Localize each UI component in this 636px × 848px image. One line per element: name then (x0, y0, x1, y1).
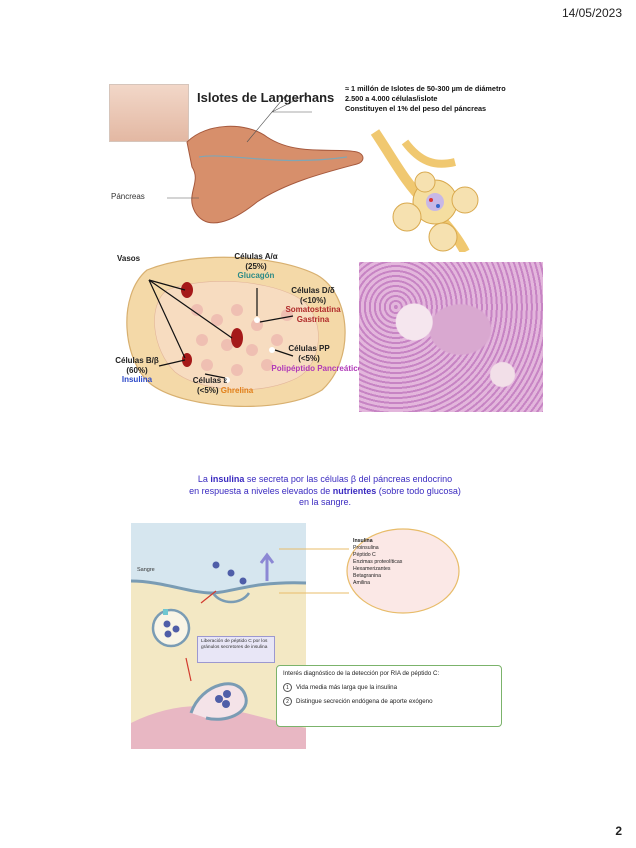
peptide-c-note: Liberación de péptido C por los gránulos… (197, 636, 275, 663)
fact-line: ≈ 1 millón de Islotes de 50-300 µm de di… (345, 84, 506, 93)
rim-diagnostic-box: Interés diagnóstico de la detección por … (276, 665, 502, 727)
rim-item-2: 2 Distingue secreción endógena de aporte… (283, 697, 495, 706)
slide-secrecion: Sangre Insulina Proinsulina Péptido C En… (131, 523, 511, 749)
islet-facts: ≈ 1 millón de Islotes de 50-300 µm de di… (345, 84, 506, 114)
rim-item-text: Distingue secreción endógena de aporte e… (296, 697, 433, 705)
granule-item: Betagranina (353, 573, 381, 579)
delta-cell-label: Células D/δ (<10%) Somatostatina Gastrin… (273, 286, 353, 324)
somatostatina-label: Somatostatina (285, 305, 341, 314)
header-text: en respuesta a niveles elevados de (189, 485, 333, 496)
rim-item-1: 1 Vida media más larga que la insulina (283, 683, 495, 692)
histology-image (359, 262, 543, 412)
granule-item: Péptido C (353, 552, 376, 558)
delta-cell-name: Células D/δ (291, 286, 335, 295)
fact-line: 2.500 a 4.000 células/islote (345, 94, 438, 103)
epsilon-cell-percent: (<5%) (197, 386, 219, 395)
slide2-title: La insulina se secreta por las células β… (110, 474, 540, 509)
slide-islotes: Islotes de Langerhans ≈ 1 millón de Islo… (107, 82, 543, 414)
insulina-label: Insulina (121, 375, 153, 384)
header-text: en la sangre. (298, 497, 352, 507)
polipeptido-label: Polipéptido Pancreático (271, 364, 363, 373)
pp-cell-name: Células PP (288, 344, 330, 353)
page-number: 2 (615, 824, 622, 838)
granule-item: Proinsulina (353, 545, 379, 551)
rim-title: Interés diagnóstico de la detección por … (283, 670, 440, 677)
rim-item-text: Vida media más larga que la insulina (296, 683, 398, 691)
alpha-cell-percent: (25%) (245, 261, 267, 271)
granule-item: Amilina (353, 580, 371, 586)
pancreas-label: Páncreas (111, 192, 145, 201)
alpha-cell-label: Células A/α (25%) Glucagón (219, 252, 293, 281)
slide-title: Islotes de Langerhans (197, 90, 335, 105)
abdomen-photo (109, 84, 189, 142)
granule-item: Hexamerizantes (353, 566, 391, 572)
rim-item-number: 2 (283, 697, 292, 706)
pp-cell-label: Células PP (<5%) (277, 344, 341, 363)
granule-contents: Insulina Proinsulina Péptido C Enzimas p… (353, 538, 402, 587)
pancreas-diagram (167, 93, 479, 252)
epsilon-cell-extra: (<5%) Ghrelina (197, 386, 293, 396)
header-text: (sobre todo glucosa) (376, 485, 461, 496)
fact-line: Constituyen el 1% del peso del páncreas (345, 104, 487, 113)
header-text: La (197, 474, 211, 484)
ghrelina-label: Ghrelina (220, 386, 254, 395)
epsilon-cell-name: Células ε (192, 376, 228, 385)
pp-cell-percent: (<5%) (298, 353, 320, 363)
beta-cell-name: Células B/β (115, 356, 159, 365)
beta-cell-label: Células B/β (60%) Insulina (109, 356, 165, 385)
islet-cell-diagram (126, 256, 346, 407)
header-nutrientes: nutrientes (332, 485, 377, 496)
vasos-label: Vasos (117, 254, 141, 263)
delta-cell-percent: (<10%) (299, 295, 326, 305)
rim-item-number: 1 (283, 683, 292, 692)
beta-cell-percent: (60%) (126, 365, 148, 375)
granule-insulina: Insulina (353, 538, 373, 544)
sangre-label: Sangre (137, 567, 155, 573)
date-label: 14/05/2023 (561, 6, 622, 20)
alpha-cell-name: Células A/α (234, 252, 278, 261)
gastrina-label: Gastrina (296, 314, 330, 324)
header-insulina: insulina (210, 474, 245, 484)
header-text: se secreta por las células β del páncrea… (244, 474, 453, 484)
granule-item: Enzimas proteolíticas (353, 559, 403, 565)
glucagon-label: Glucagón (237, 271, 275, 280)
epsilon-cell-label: Células ε (185, 376, 235, 386)
